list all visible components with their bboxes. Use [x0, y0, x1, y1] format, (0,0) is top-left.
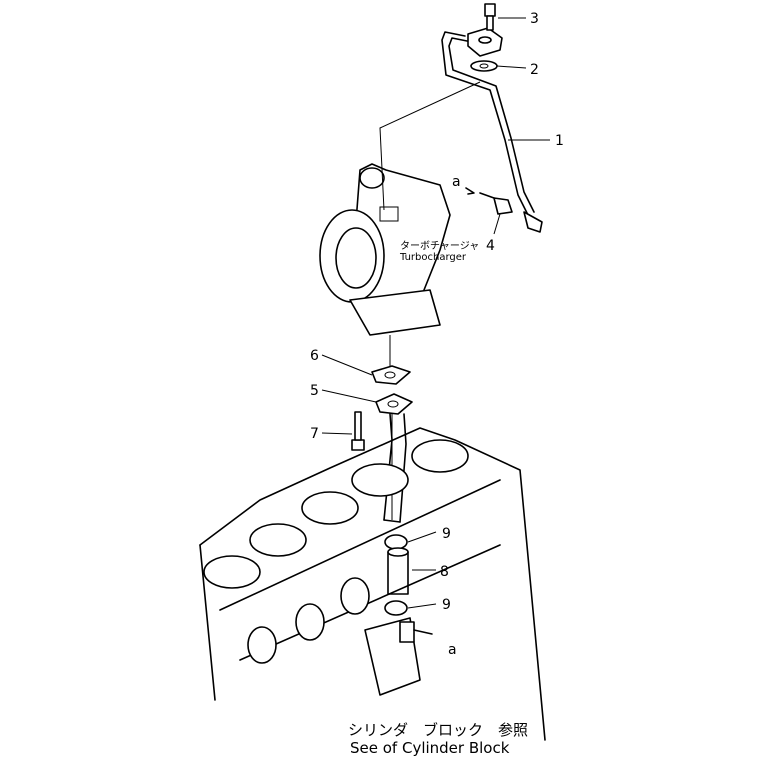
- cylinder-block: [199, 427, 546, 741]
- callout-5: 5: [310, 383, 319, 399]
- callout-9-lower: 9: [442, 597, 451, 613]
- callout-3: 3: [530, 11, 539, 27]
- callout-9-upper: 9: [442, 526, 451, 542]
- callout-a-bottom: a: [448, 642, 457, 658]
- callout-a-top: a: [452, 174, 461, 190]
- callout-7: 7: [310, 426, 319, 442]
- bolt-3: [467, 3, 503, 57]
- hose-8: [387, 547, 409, 595]
- oil-tube-1: [441, 31, 543, 233]
- turbo-label-en: Turbocharger: [399, 252, 467, 263]
- bolt-7: [351, 411, 365, 451]
- turbocharger: [319, 163, 451, 336]
- callout-8: 8: [440, 564, 449, 580]
- clip-9-upper: [384, 534, 408, 550]
- caption-jp: シリンダ ブロック 参照: [348, 721, 528, 739]
- callout-6: 6: [310, 348, 319, 364]
- callout-2: 2: [530, 62, 539, 78]
- drain-tube-5: [375, 393, 413, 523]
- gasket-6: [371, 365, 411, 385]
- callout-1: 1: [555, 133, 564, 149]
- clip-9-lower: [384, 600, 408, 616]
- turbo-label-jp: ターボチャージャ: [400, 240, 479, 252]
- connector-4: [465, 187, 513, 215]
- callout-4: 4: [486, 238, 495, 254]
- caption-en: See of Cylinder Block: [350, 739, 510, 757]
- gasket-2: [470, 60, 498, 72]
